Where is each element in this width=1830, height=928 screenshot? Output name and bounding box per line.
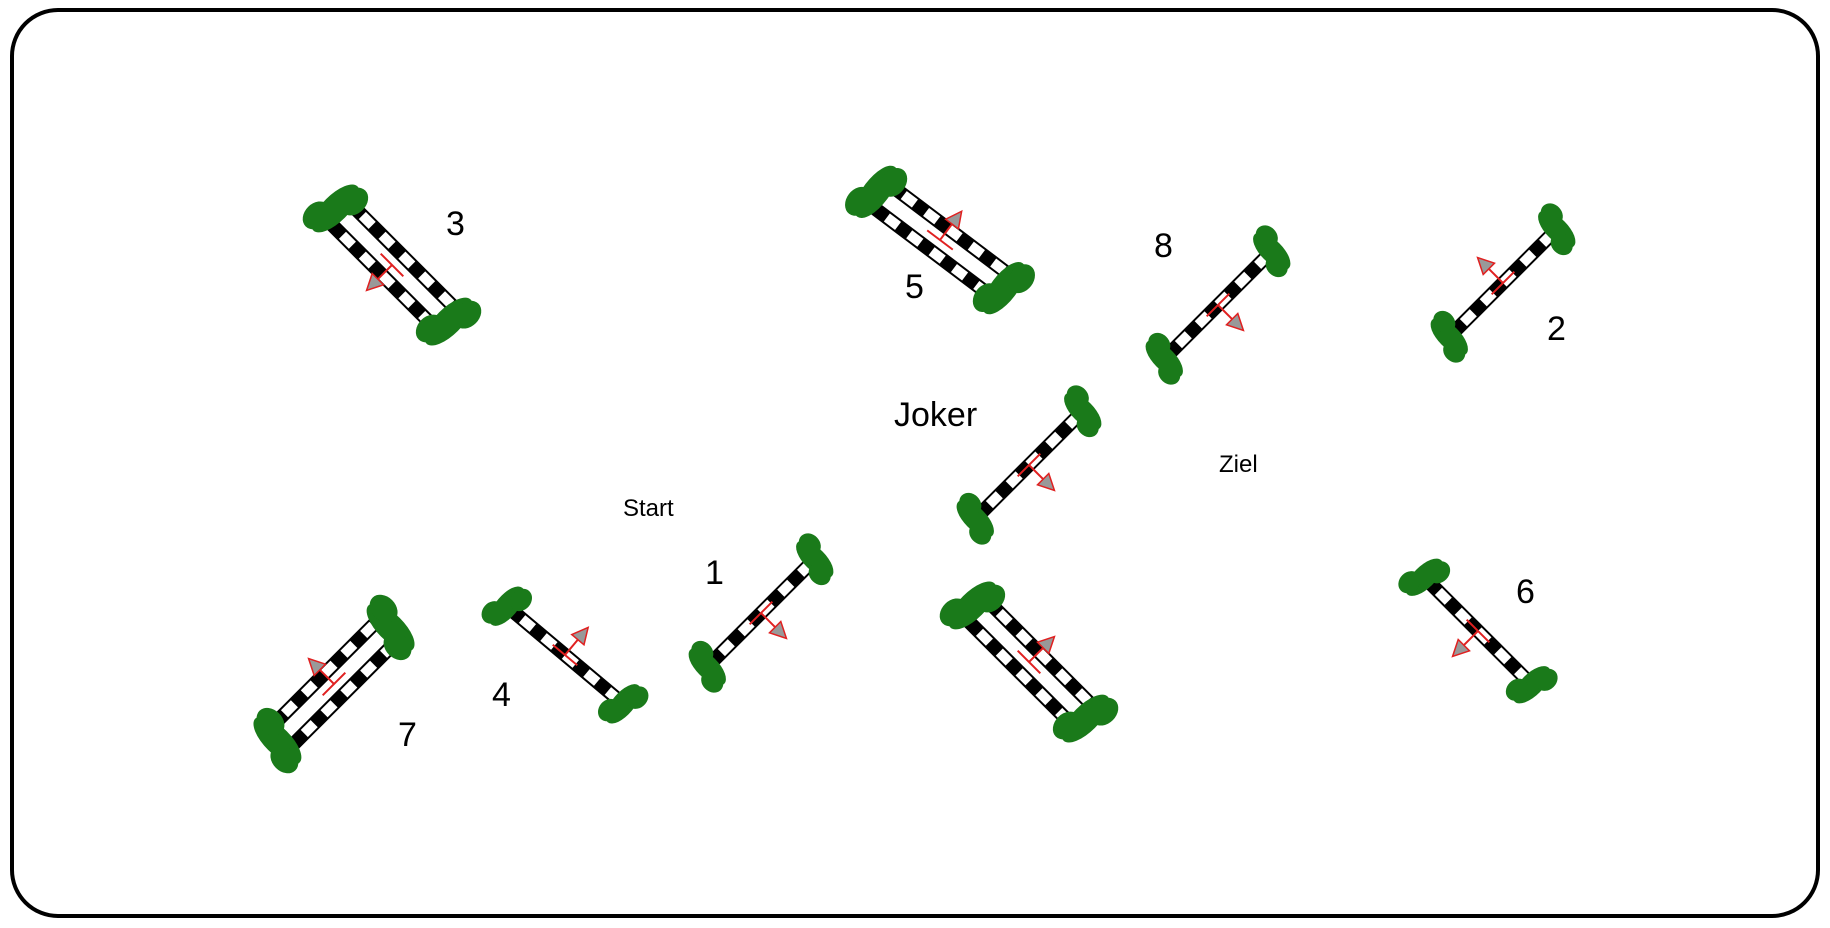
jump-6-number: 6 [1516, 573, 1535, 611]
jump-1 [677, 529, 852, 704]
arena-boundary [10, 8, 1820, 918]
jump-7-number: 7 [398, 716, 417, 754]
jump-2-number: 2 [1547, 310, 1566, 348]
jump-3 [296, 170, 487, 361]
jump-8-number: 8 [1154, 227, 1173, 265]
jump-3-number: 3 [446, 205, 465, 243]
jump-unnumbered [934, 566, 1125, 757]
start-label: Start [623, 495, 674, 522]
jump-4-number: 4 [492, 676, 511, 714]
joker-label: Joker [894, 396, 978, 434]
jump-1-number: 1 [705, 554, 724, 592]
ziel-label: Ziel [1219, 451, 1258, 478]
jump-6 [1387, 547, 1562, 722]
jump-5-number: 5 [905, 268, 924, 306]
jump-5 [839, 151, 1041, 328]
